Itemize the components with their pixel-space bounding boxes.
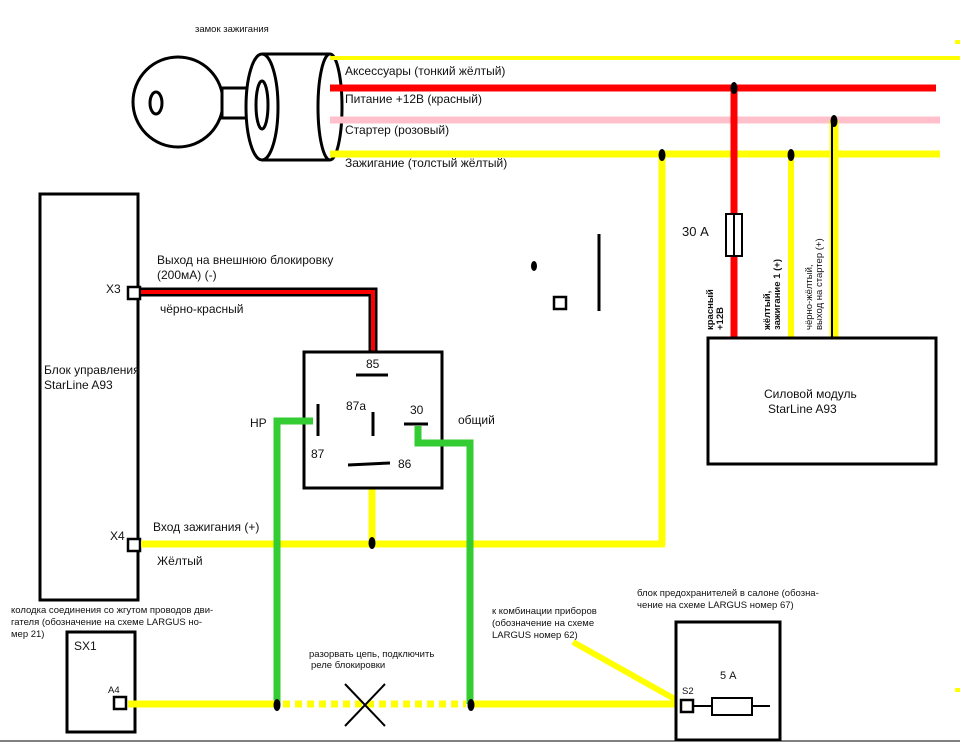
ignition-lock-title: замок зажигания [195,24,269,35]
fuse-box-pin-label: S2 [682,686,694,697]
fuse-5a-label: 5 А [720,670,737,682]
junction-starter [830,115,838,127]
ignition-lock [131,52,344,162]
instrument-cluster-1: к комбинации приборов [492,606,597,617]
break-note-2: реле блокировки [311,660,385,671]
key-hole [148,90,164,116]
instrument-cluster-3: LARGUS номер 62) [492,630,578,641]
junction-power [730,82,738,94]
power-module-name-1: Силовой модуль [764,387,857,401]
relay-pin-85: 85 [366,357,380,371]
relay-86-contact [347,461,391,467]
harness-desc-2: гателя (обозначение на схеме LARGUS но- [11,617,202,628]
instrument-cluster-2: (обозначение на схеме [492,618,594,629]
junction-relay-86 [368,537,376,549]
junction-break-right [467,699,475,711]
x4-terminal [126,537,142,553]
lock-back [316,52,344,162]
relay-common-label: общий [458,413,495,427]
harness-desc-3: мер 21) [11,629,44,640]
fuse-box [674,620,782,742]
block-output-wire-inner [141,290,375,356]
junction-ignition-2 [787,149,795,161]
block-output-label-1: Выход на внешнюю блокировку [157,253,333,267]
control-unit-name-2: StarLine A93 [44,378,113,392]
relay-87-wire [273,417,313,704]
relay-pin-87: 87 [311,447,325,461]
ignition-input-label: Вход зажигания (+) [153,520,259,534]
fuse-box-desc-1: блок предохранителей в салоне (обозна- [637,588,819,599]
power-fuse-label: 30 А [682,224,709,239]
relay-pin-30: 30 [410,403,424,417]
x3-pin-label: X3 [106,282,121,296]
block-output-label-2: (200мА) (-) [157,268,217,282]
power-module [706,336,938,466]
relay-nc-label: НР [250,416,267,430]
relay-30-wire [414,426,474,704]
wire-yellow-label-1: жёлтый, [762,291,773,331]
relay-pin-86: 86 [398,457,412,471]
relay-pin-87a: 87a [346,399,366,413]
harness-connector-name: SX1 [74,639,97,653]
x4-pin-label: X4 [110,529,125,543]
stray-dot [531,261,537,271]
harness-desc-1: колодка соединения со жгутом проводов дв… [11,605,213,616]
ignition-input-wire-label: Жёлтый [157,554,203,568]
junction-ignition [658,149,666,161]
starter-wire-label: Стартер (розовый) [345,123,449,137]
control-unit-name-1: Блок управления [44,363,140,377]
lock-face [254,79,270,131]
wire-starter-label-2: выход на стартер (+) [814,238,825,330]
power-module-name-2: StarLine A93 [768,402,837,416]
wire-red-label-2: +12В [715,307,726,330]
x3-terminal [126,285,142,301]
s2-terminal [679,698,695,714]
stray-terminal [552,295,568,311]
a4-terminal [112,695,128,711]
fuse-box-desc-2: чение на схеме LARGUS номер 67) [637,600,794,611]
junction-break-left [273,699,281,711]
wire-starter-label-1: чёрно-жёлтый, [804,264,815,330]
wire-red-label-1: красный [705,289,716,330]
fuse-5a [711,697,753,716]
wire-yellow-label-2: зажигание 1 (+) [772,259,783,330]
break-cross-icon [344,683,386,727]
power-wire-label: Питание +12В (красный) [345,92,482,106]
break-note-1: разорвать цепь, подключить [309,649,434,660]
block-output-wire-label: чёрно-красный [160,302,243,316]
harness-pin-label: A4 [108,685,120,696]
control-unit [38,192,140,602]
ignition-wire-label: Зажигание (толстый жёлтый) [345,156,507,170]
harness-connector [65,630,137,734]
instrument-cluster-wire [571,639,682,705]
key-head [131,55,225,149]
accessories-wire-label: Аксессуары (тонкий жёлтый) [345,64,505,78]
